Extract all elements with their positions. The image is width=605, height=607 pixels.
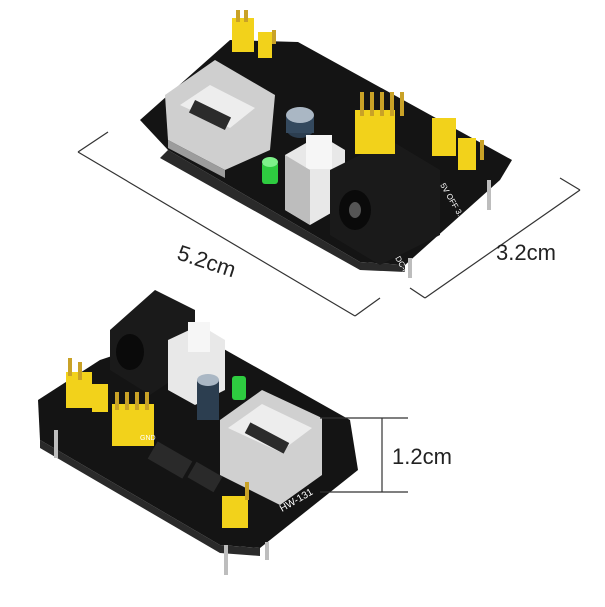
bottom-usb-port: [220, 390, 322, 505]
top-dc-jack: [330, 140, 440, 265]
top-jumper-5v-33v: [232, 10, 276, 58]
top-led: [262, 157, 278, 184]
top-dimension-lines: [77, 131, 581, 317]
bottom-regulator: [147, 441, 223, 493]
bottom-pin-header-left: [66, 358, 108, 412]
bottom-pin-header-middle: [112, 392, 154, 446]
bottom-led: [232, 376, 246, 400]
top-jumper-right: [432, 118, 484, 170]
top-usb-port: [165, 60, 275, 178]
bottom-board: GND HW-131: [38, 290, 358, 575]
depth-dimension-label: 3.2cm: [496, 240, 556, 265]
bottom-gnd-marking: GND: [140, 435, 156, 442]
height-dimension-label: 1.2cm: [392, 444, 452, 469]
bottom-capacitor: [197, 374, 219, 420]
top-pin-header: [355, 92, 404, 154]
top-board: 5V OFF 3.3V DC-in: [140, 10, 512, 278]
height-dimension-lines: [320, 417, 408, 493]
top-board-pcb-edge: [160, 150, 405, 272]
bottom-jumper: [222, 482, 249, 528]
top-capacitor: [286, 107, 314, 138]
